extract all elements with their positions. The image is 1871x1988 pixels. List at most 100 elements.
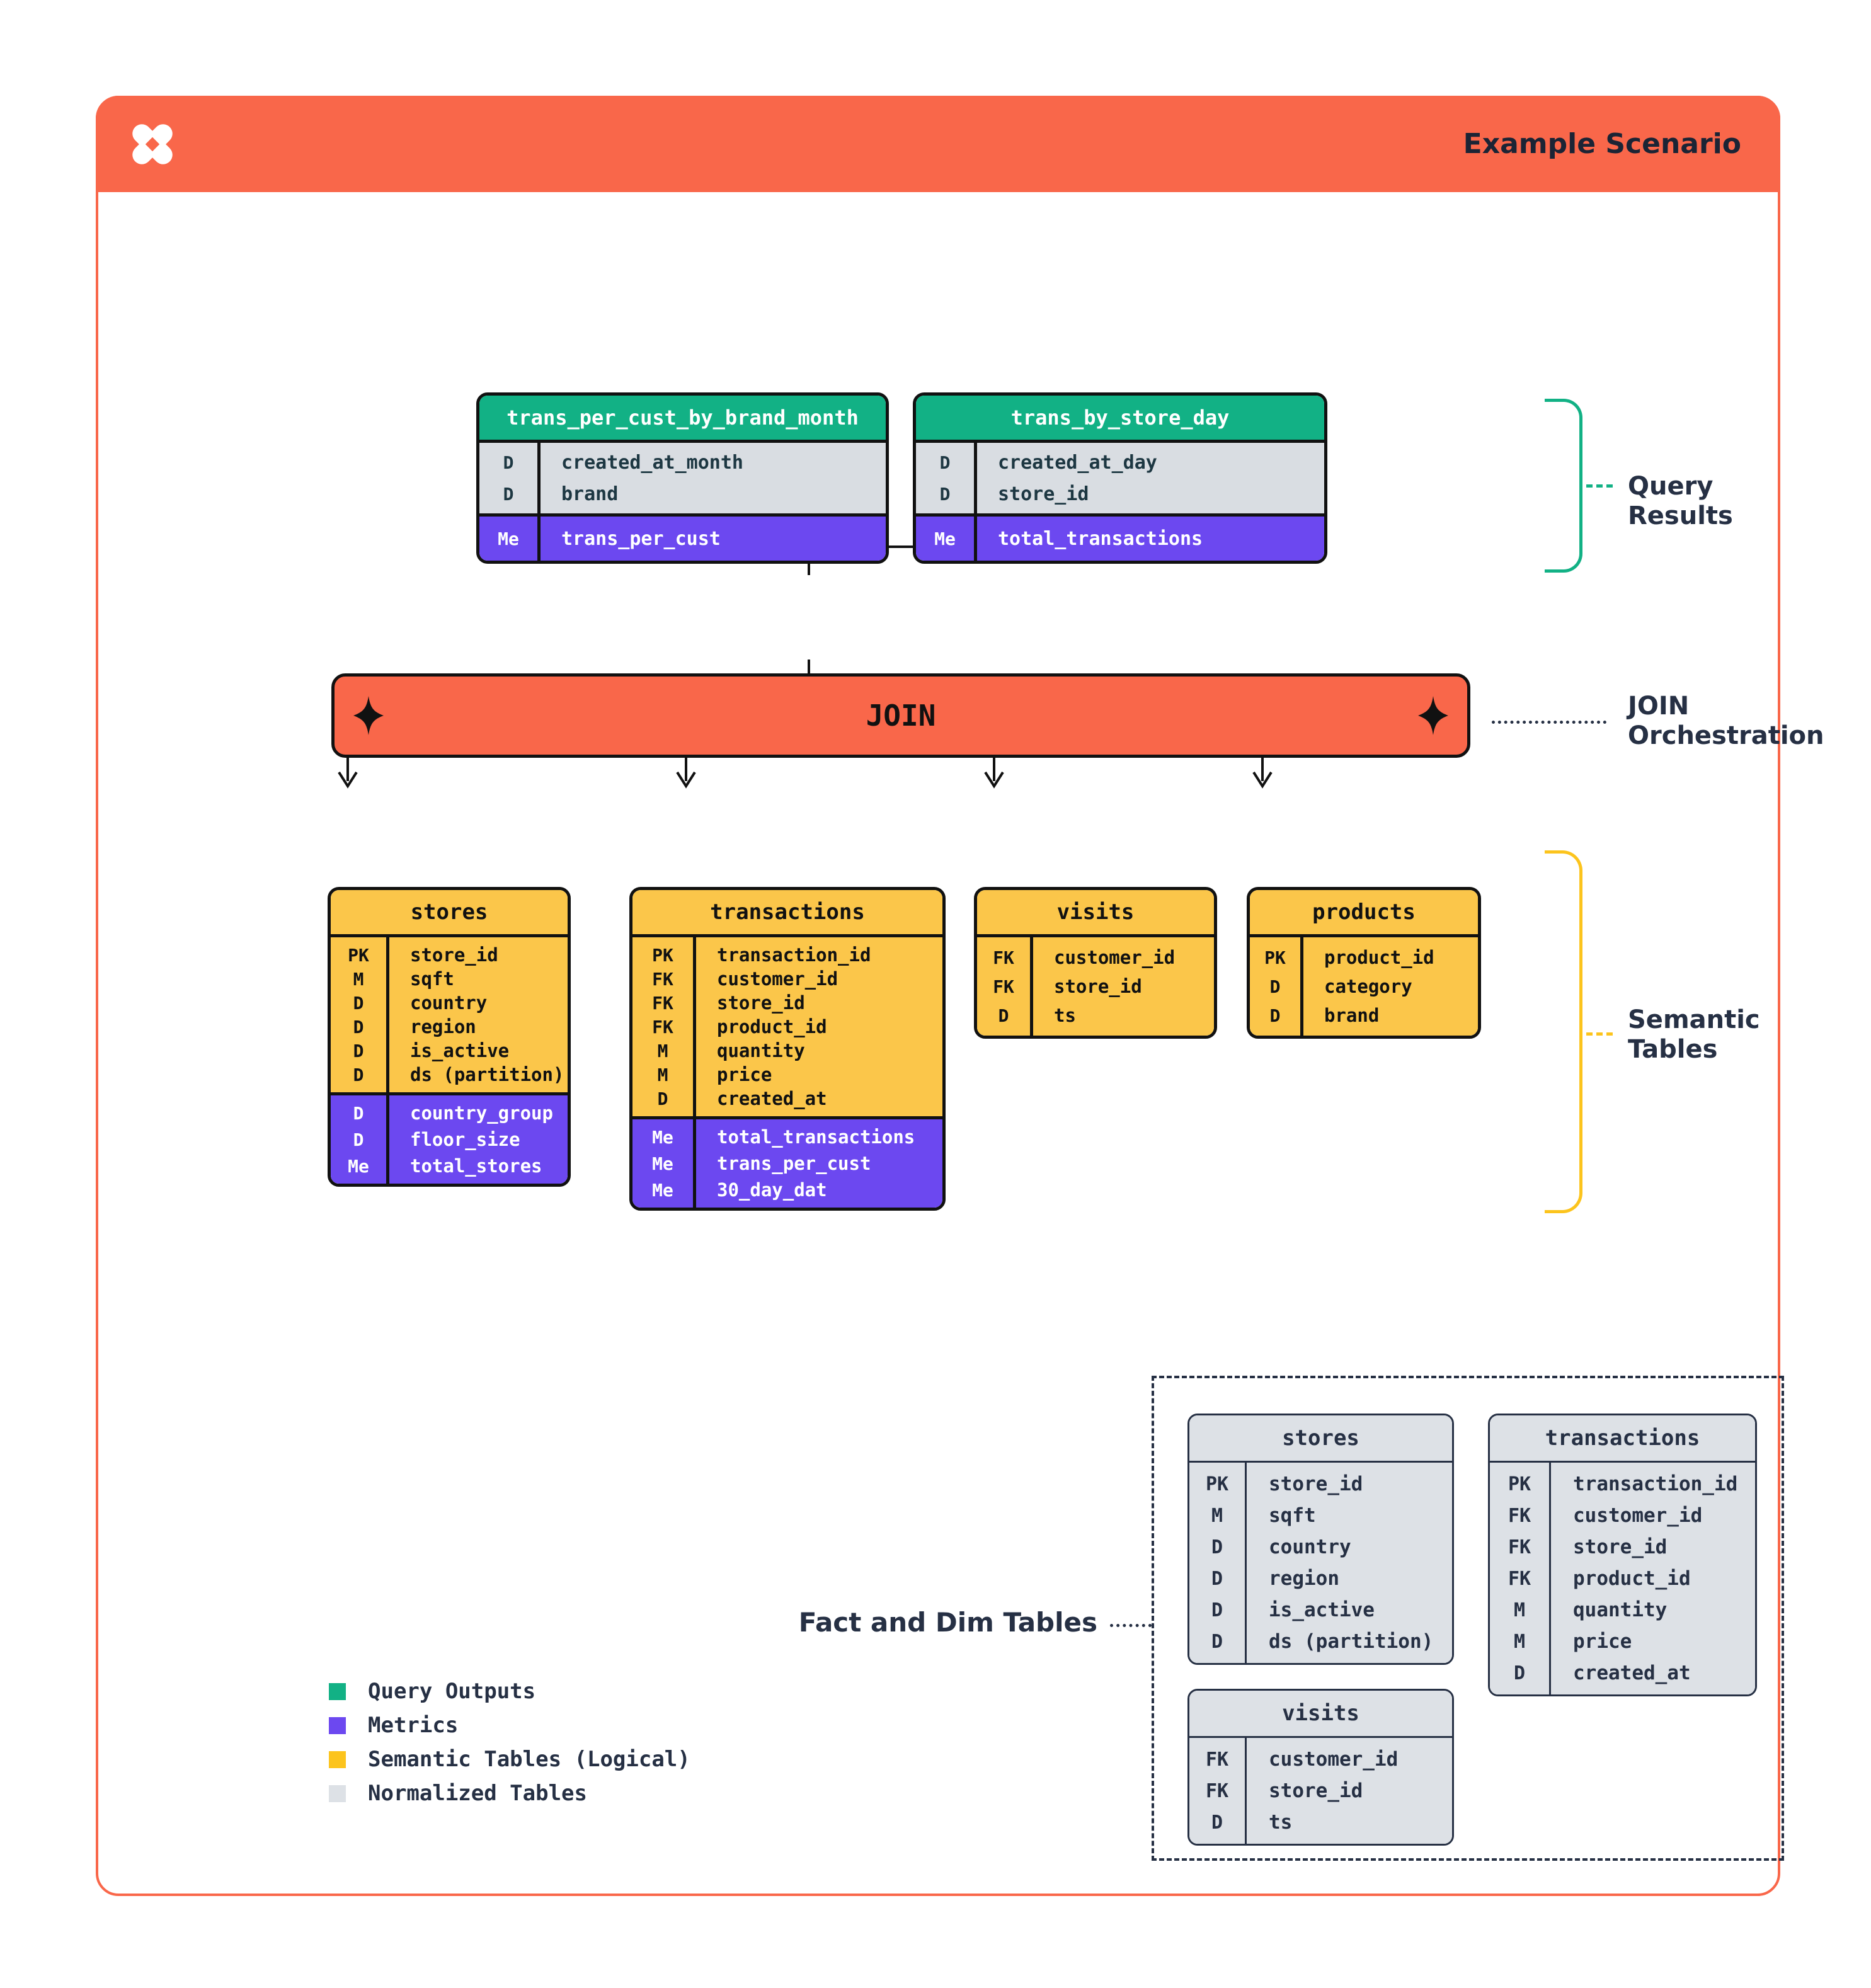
row-name: transaction_id [1573,1473,1738,1495]
table-title: stores [1189,1415,1452,1463]
row-key: D [353,1016,364,1037]
row-name: store_id [998,483,1089,505]
table-title: transactions [1490,1415,1755,1463]
row-key: D [503,452,514,473]
row-key: Me [348,1155,369,1177]
row-key: D [1269,1005,1281,1026]
key-column-divider [1030,934,1033,1036]
legend-item-normalized-tables: Normalized Tables [329,1776,690,1810]
row-key: FK [1508,1567,1531,1590]
fact-dim-tables-box [1152,1376,1784,1861]
key-column-divider [537,440,541,561]
row-name: trans_per_cust [561,527,721,550]
row-name: customer_id [1054,947,1176,968]
row-name: brand [561,483,619,505]
row-key: M [657,1064,668,1085]
row-name: region [1269,1567,1339,1590]
join-orchestration-label: JOIN Orchestration [1628,692,1824,751]
table-title: products [1250,890,1478,937]
row-name: is_active [410,1040,510,1061]
page-title: Example Scenario [1463,128,1741,160]
row-name: total_transactions [998,527,1203,550]
semantic-tables-bracket [1545,850,1582,1213]
row-key: D [1513,1662,1526,1684]
row-name: country [410,992,488,1014]
join-orchestration-line1: JOIN [1628,692,1690,721]
row-key: PK [1205,1473,1229,1495]
table-row: Me trans_per_cust [479,521,886,556]
key-column-divider [1549,1461,1551,1694]
row-key: D [353,1102,364,1124]
query-results-pointer [1586,484,1613,488]
join-orchestration-pointer [1492,721,1606,724]
row-key: D [353,1064,364,1085]
row-key: D [1211,1630,1223,1653]
table-title: trans_by_store_day [916,396,1324,443]
semantic-tables-label: Semantic Tables [1628,1005,1760,1065]
row-name: price [1573,1630,1632,1653]
fact-dim-label: Fact and Dim Tables [798,1607,1097,1638]
row-name: store_id [1573,1536,1668,1558]
row-name: created_at_month [561,451,743,474]
row-key: Me [498,528,519,549]
row-key: D [353,992,364,1014]
row-key: FK [993,947,1014,968]
row-name: created_at_day [998,451,1157,474]
row-name: country [1269,1536,1351,1558]
row-key: Me [652,1179,673,1201]
normalized-tables-swatch-icon [329,1785,346,1802]
row-key: D [353,1129,364,1150]
row-key: FK [652,992,673,1014]
row-name: category [1324,976,1412,997]
semantic-tables-line2: Tables [1628,1035,1718,1064]
row-key: PK [1264,947,1286,968]
row-name: price [717,1064,772,1085]
join-bar: JOIN [331,673,1470,758]
row-name: customer_id [1269,1748,1399,1771]
key-column-divider [1245,1461,1247,1663]
row-name: 30_day_dat [717,1179,827,1201]
row-key: D [998,1005,1009,1026]
card-header: Example Scenario [96,96,1780,192]
row-key: D [1269,976,1281,997]
row-name: product_id [1324,947,1434,968]
four-point-star-icon [1418,696,1448,735]
row-name: ds (partition) [1269,1630,1434,1653]
semantic-tables-swatch-icon [329,1751,346,1768]
row-key: FK [652,1016,673,1037]
row-key: D [1211,1599,1223,1621]
row-name: transaction_id [717,944,871,966]
row-name: trans_per_cust [717,1153,871,1174]
row-name: floor_size [410,1129,520,1150]
row-name: quantity [717,1040,805,1061]
row-name: quantity [1573,1599,1668,1621]
